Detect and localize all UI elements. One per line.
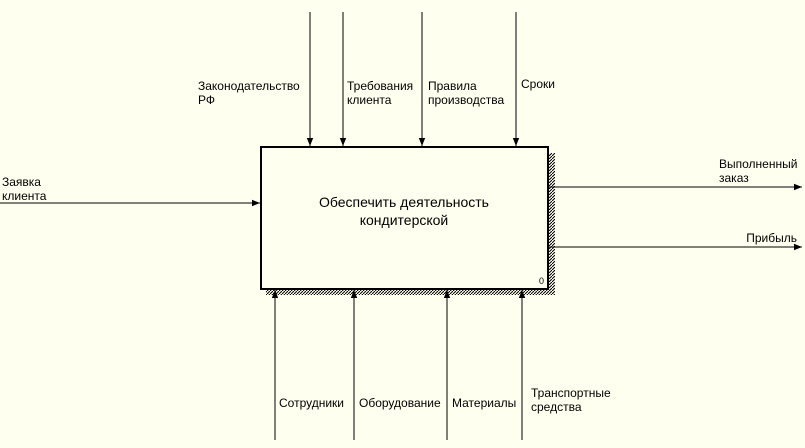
activity-box-shadow — [266, 153, 555, 295]
activity-box[interactable] — [260, 146, 549, 290]
mechanism-label-transport: Транспортные средства — [531, 386, 611, 414]
input-label-client-request: Заявка клиента — [2, 175, 47, 203]
activity-title: Обеспечить деятельность кондитерской — [319, 194, 489, 228]
control-label-deadlines: Сроки — [521, 77, 555, 91]
mechanism-label-equipment: Оборудование — [359, 396, 441, 410]
output-label-profit: Прибыль — [746, 231, 797, 245]
activity-number: 0 — [539, 276, 545, 286]
output-label-completed-order: Выполненный заказ — [719, 157, 798, 185]
control-label-client-requirements: Требования клиента — [347, 79, 414, 107]
control-label-production-rules: Правила производства — [428, 79, 505, 107]
control-label-law: Законодательство РФ — [198, 79, 300, 107]
mechanism-label-materials: Материалы — [452, 396, 517, 410]
mechanism-label-staff: Сотрудники — [279, 396, 344, 410]
